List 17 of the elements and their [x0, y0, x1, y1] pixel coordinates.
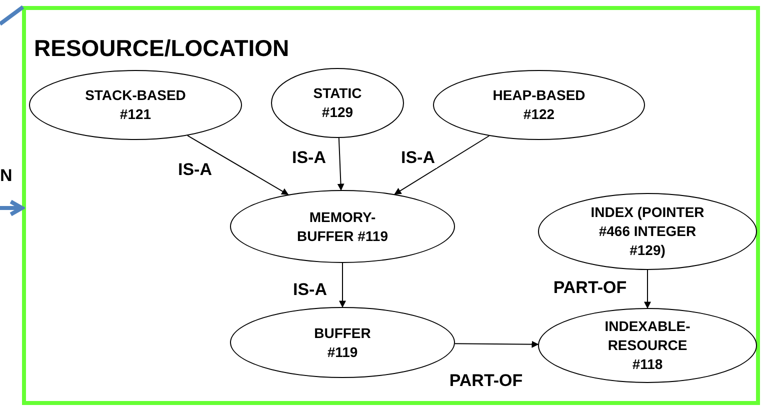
arrow [454, 340, 539, 348]
arrow [339, 262, 346, 308]
arrow [187, 135, 289, 196]
arrow [337, 138, 344, 191]
ellipse-node: STACK-BASED #121 [29, 70, 242, 140]
arrow [644, 270, 651, 309]
group-frame [22, 6, 760, 405]
arrow [394, 135, 490, 195]
ellipse-node: INDEX (POINTER #466 INTEGER #129) [538, 193, 757, 270]
group-title: RESOURCE/LOCATION [34, 34, 290, 62]
cut-off-label: N [0, 166, 12, 186]
edge-label: IS-A [399, 148, 437, 168]
arrow [0, 200, 24, 216]
ellipse-node: INDEXABLE-RESOURCE #118 [538, 308, 757, 383]
ellipse-node: STATIC #129 [271, 68, 404, 138]
ellipse-node: MEMORY-BUFFER #119 [230, 190, 455, 263]
ellipse-node: HEAP-BASED #122 [433, 70, 645, 140]
